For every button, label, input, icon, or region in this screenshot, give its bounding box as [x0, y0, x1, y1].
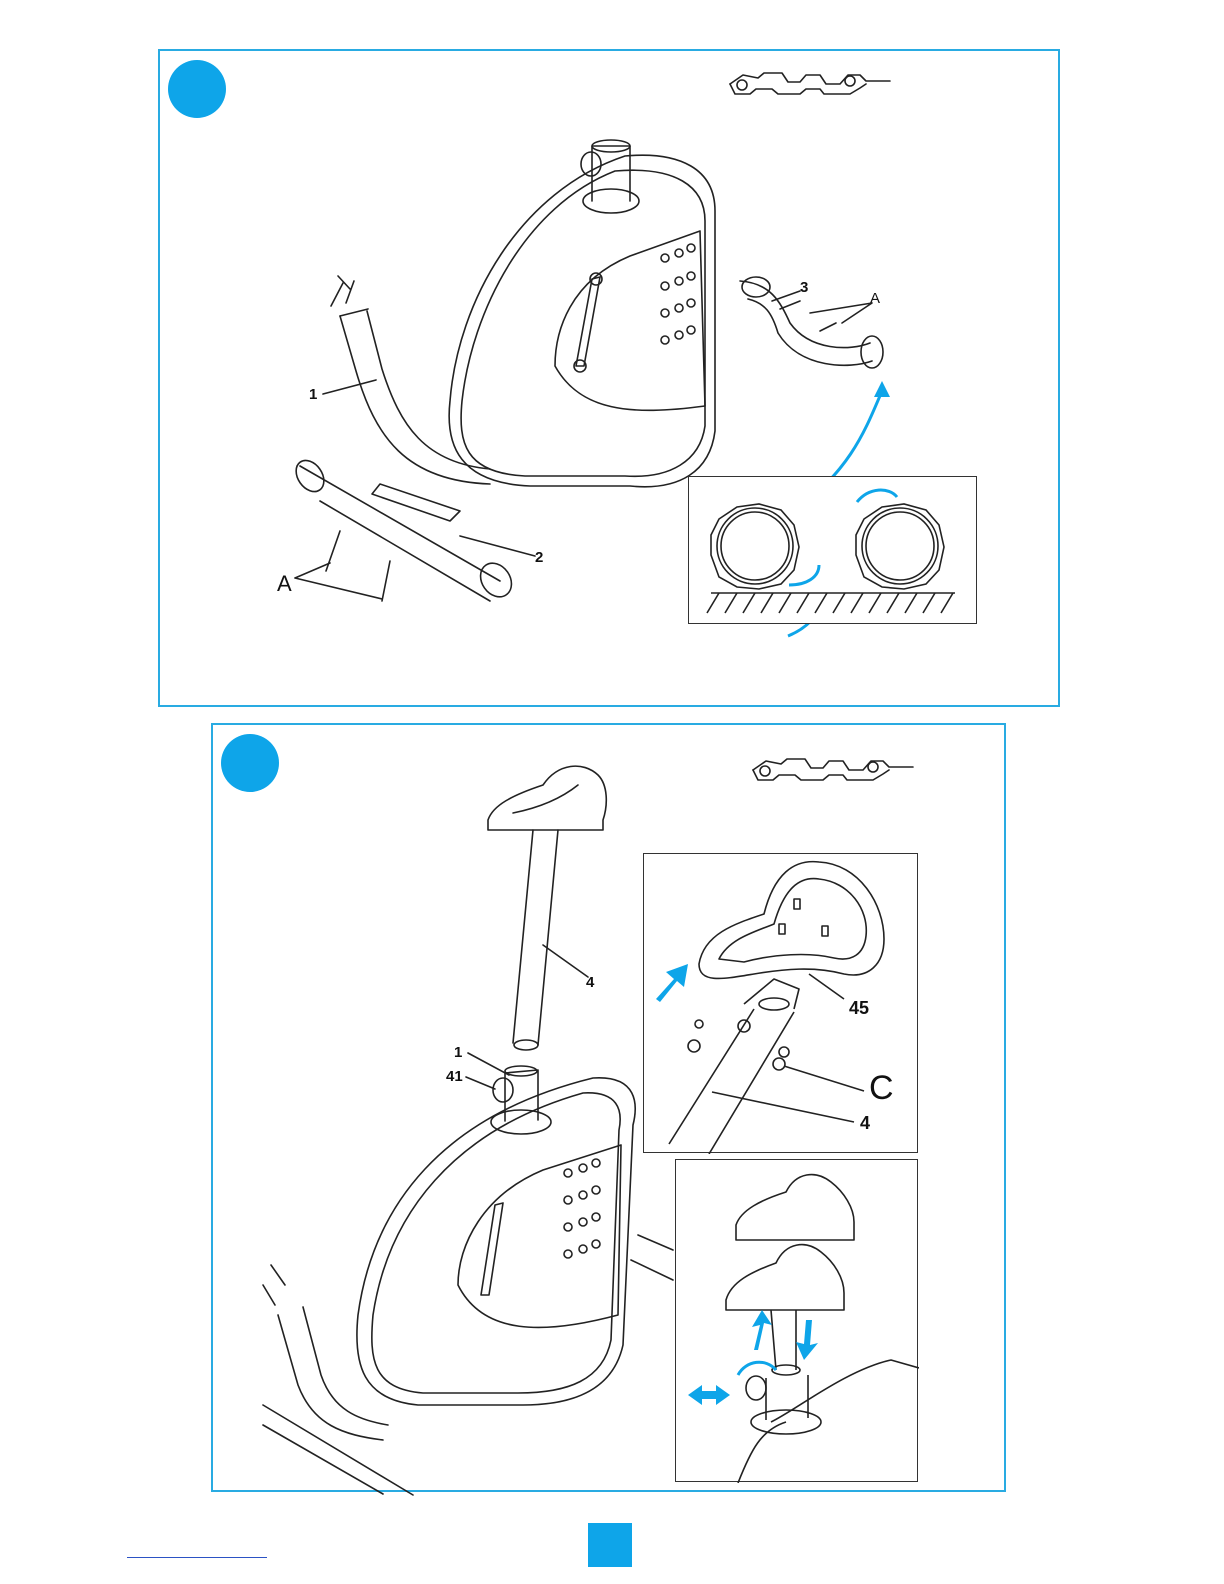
saddle-attach-inset: 45 C 4 [643, 853, 918, 1153]
page-number-marker [588, 1523, 632, 1567]
callout-part-4-inset: 4 [860, 1114, 870, 1132]
callout-fastener-c: C [869, 1071, 894, 1105]
callout-part-41: 41 [446, 1069, 463, 1084]
callout-part-4: 4 [586, 975, 594, 990]
rotate-arrow-icon [738, 1362, 776, 1375]
callout-part-1: 1 [454, 1045, 462, 1060]
callout-part-2: 2 [535, 550, 543, 565]
step-2-panel: 4 1 41 45 C 4 [211, 723, 1006, 1492]
end-cap-inset [688, 476, 977, 624]
callout-fastener-a-left: A [277, 573, 292, 595]
wrench-icon [730, 73, 890, 94]
horizontal-double-arrow-icon [688, 1385, 730, 1405]
height-adjust-inset [675, 1159, 918, 1482]
callout-part-1: 1 [309, 387, 317, 402]
wrench-icon [753, 759, 913, 780]
callout-part-45: 45 [849, 999, 869, 1017]
callout-part-3: 3 [800, 280, 808, 295]
down-arrow-icon [796, 1320, 818, 1360]
callout-fastener-a-right: A [870, 291, 880, 306]
push-arrow-icon [656, 964, 688, 1002]
footer-rule [127, 1557, 267, 1558]
up-arrow-icon [752, 1310, 772, 1350]
step-1-panel: 1 2 3 A A [158, 49, 1060, 707]
